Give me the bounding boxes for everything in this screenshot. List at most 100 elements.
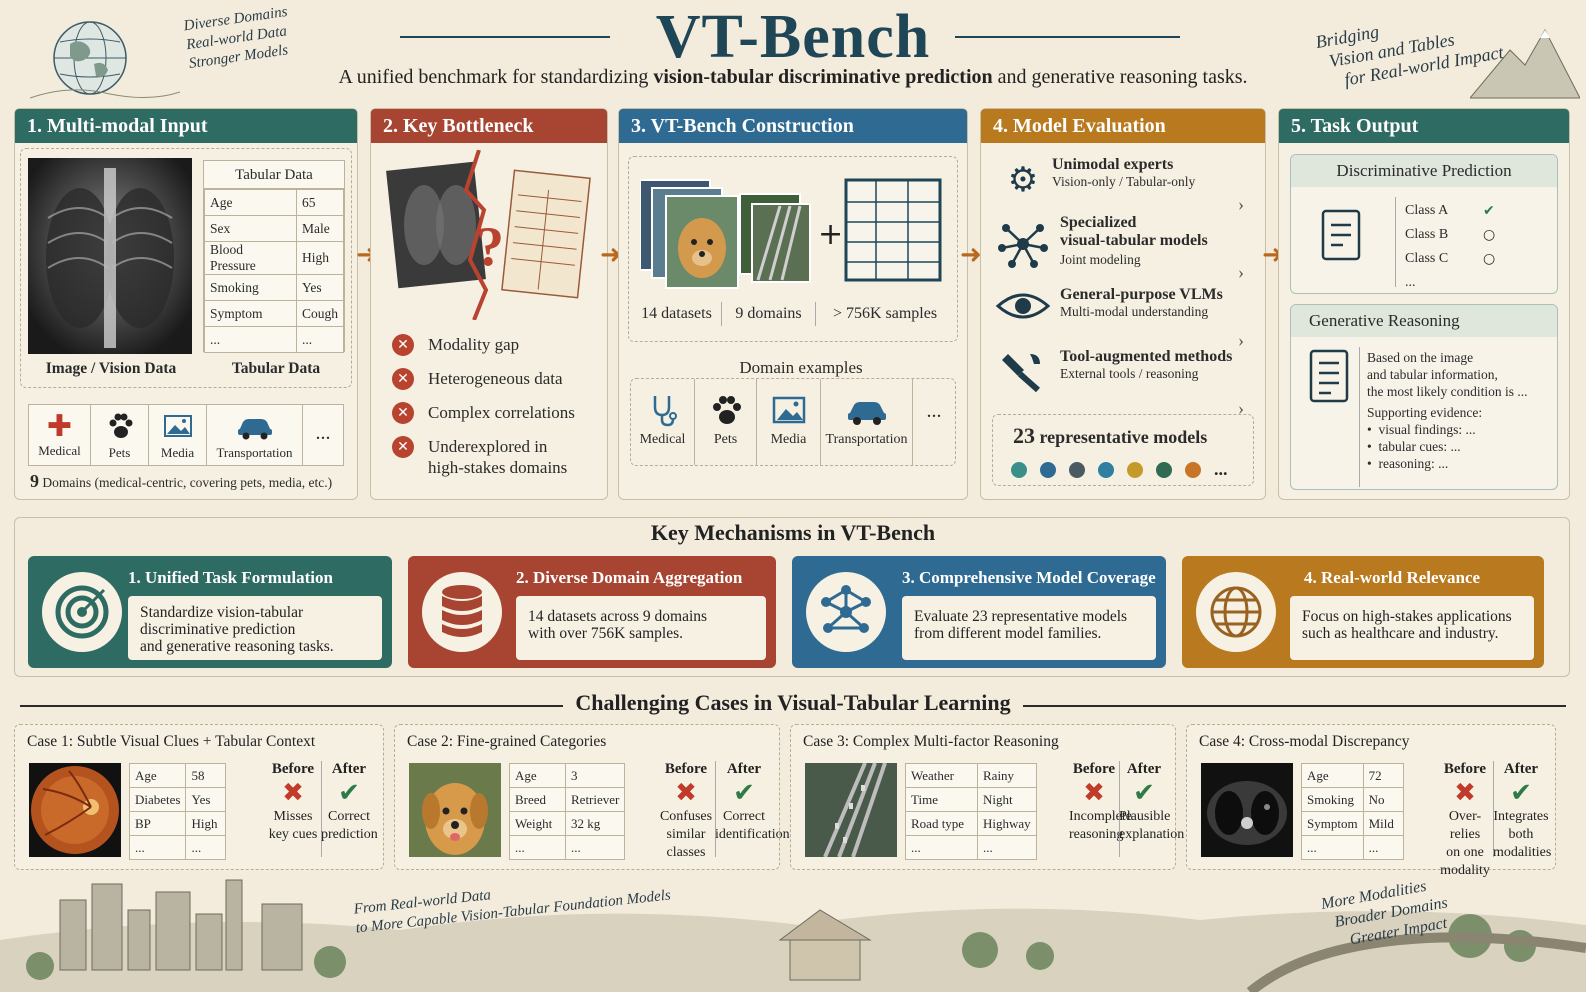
table-row: ...... — [128, 835, 227, 860]
domain-transportation: Transportation — [821, 379, 913, 465]
table-value: Yes — [295, 274, 345, 301]
list-item-label: Heterogeneous data — [428, 369, 563, 388]
table-key: Age — [128, 763, 187, 788]
domain-label: Pets — [108, 445, 131, 460]
table-key: ... — [1301, 835, 1364, 860]
table-value: ... — [564, 835, 626, 860]
generative-title: Generative Reasoning — [1291, 305, 1557, 337]
table-key: Smoking — [1301, 787, 1364, 812]
arrow-icon: ➜ — [960, 240, 982, 270]
table-value: Retriever — [564, 787, 626, 812]
stat-domains: 9 domains — [722, 302, 816, 326]
table-key: Age — [509, 763, 566, 788]
document-icon — [1321, 209, 1361, 261]
after-label: After — [331, 761, 367, 777]
cases-heading: Challenging Cases in Visual-Tabular Lear… — [0, 690, 1586, 716]
model-count-box: 23 representative models ... — [992, 414, 1254, 486]
domain-label: Pets — [713, 432, 738, 447]
before-label: Before — [664, 761, 708, 777]
input-group — [20, 148, 352, 388]
model-dot — [1185, 461, 1201, 478]
table-key: Diabetes — [128, 787, 187, 812]
x-mark-icon: ✖ — [282, 778, 304, 808]
case-image — [29, 763, 121, 861]
image-icon — [772, 396, 805, 424]
model-dots-more: ... — [1214, 459, 1228, 479]
x-mark-icon: ✖ — [1083, 778, 1105, 808]
domain-label: Transportation — [216, 445, 293, 460]
case-image — [409, 763, 501, 861]
table-value: 72 — [1362, 763, 1404, 788]
domain-media: Media — [149, 405, 207, 465]
model-dot — [1011, 461, 1027, 478]
model-brackets: ›››› — [1238, 194, 1244, 418]
after-label: After — [1126, 761, 1162, 777]
x-circle-icon: ✕ — [392, 436, 414, 458]
domain-label: Media — [770, 432, 807, 447]
domain-pets: Pets — [91, 405, 149, 465]
x-circle-icon: ✕ — [392, 402, 414, 424]
domain-label: Transportation — [825, 432, 908, 447]
table-row: ...... — [204, 326, 345, 353]
case-card-1: Case 1: Subtle Visual Clues + Tabular Co… — [14, 724, 384, 870]
model-dot — [1156, 461, 1172, 478]
mechanisms-section — [14, 517, 1570, 677]
x-mark-icon: ✖ — [1454, 778, 1476, 808]
table-key: Age — [204, 189, 297, 216]
x-circle-icon: ✕ — [392, 334, 414, 356]
table-key: Weight — [509, 811, 566, 836]
model-dot — [1127, 461, 1143, 478]
image-icon — [163, 415, 192, 437]
domain-pets: Pets — [695, 379, 757, 465]
before-label: Before — [1443, 761, 1487, 777]
table-key: Sex — [204, 215, 297, 242]
document-icon — [1309, 349, 1349, 403]
table-row: ...... — [1301, 835, 1404, 860]
radio-empty-icon: ○ — [1483, 227, 1496, 243]
domain-label: Medical — [639, 432, 686, 447]
panel-key-bottleneck-title: 2. Key Bottleneck — [371, 109, 607, 143]
after-label: After — [1503, 761, 1539, 777]
table-value: High — [185, 811, 227, 836]
mechanism-card-3: 3. Comprehensive Model Coverage Evaluate… — [792, 556, 1166, 668]
table-row: ...... — [905, 835, 1037, 860]
before-label: Before — [1072, 761, 1116, 777]
check-mark-icon: ✔ — [1510, 778, 1532, 808]
domain-examples: Medical Pets Media Transportation ... — [630, 378, 956, 466]
model-dot — [1098, 461, 1114, 478]
panel-model-evaluation: 4. Model Evaluation — [980, 108, 1266, 500]
network-icon — [806, 572, 886, 652]
table-key: ... — [128, 835, 187, 860]
panel-task-output-title: 5. Task Output — [1279, 109, 1569, 143]
domain-more: ... — [315, 422, 331, 444]
table-value: Yes — [185, 787, 227, 812]
table-value: Mild — [1362, 811, 1404, 836]
